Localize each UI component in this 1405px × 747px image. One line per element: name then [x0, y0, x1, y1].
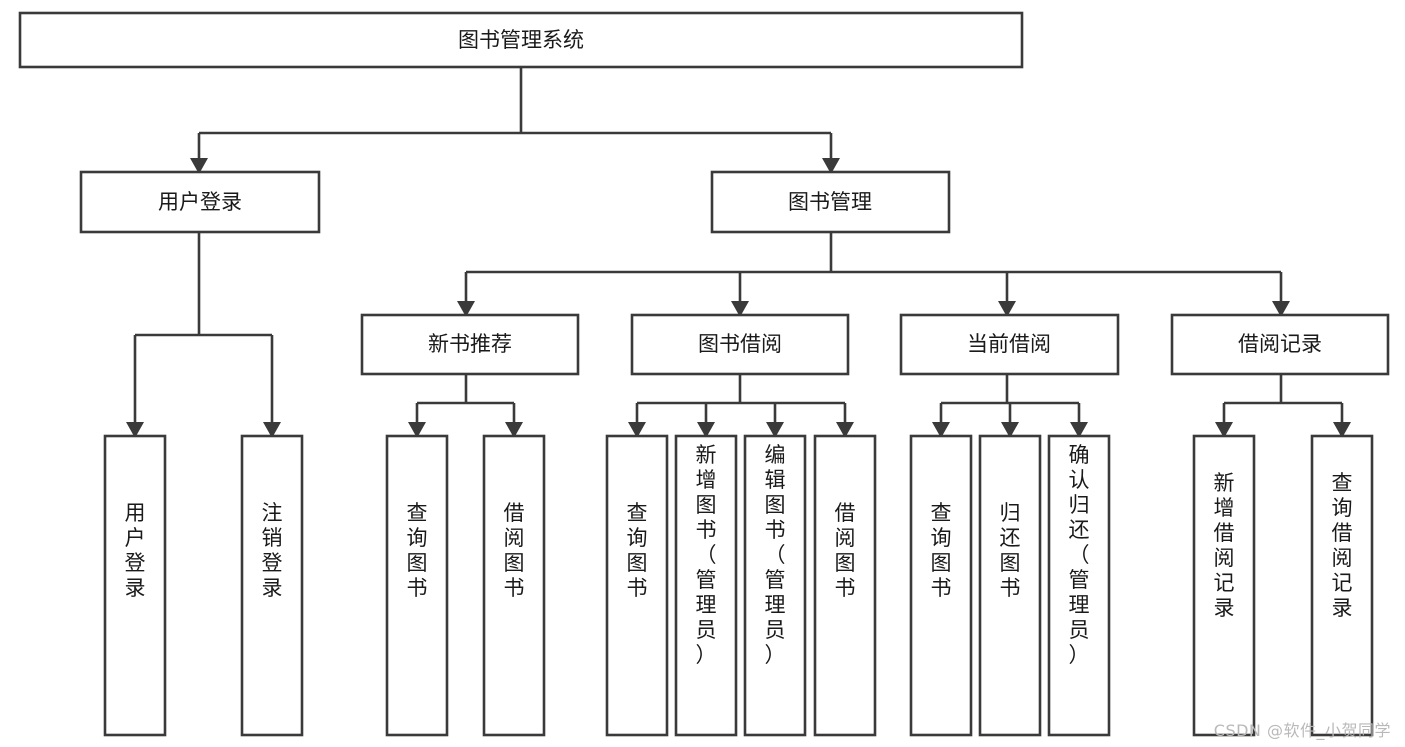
csdn-watermark: CSDN @软件_小贺同学 — [1213, 721, 1391, 740]
leaf-query-book-3-label: 查询图书 — [931, 501, 952, 600]
leaf-query-book-1-label: 查询图书 — [407, 501, 428, 600]
leaf-query-book-2[interactable]: 查询图书 — [605, 434, 669, 737]
leaf-query-record[interactable]: 查询借阅记录 — [1310, 434, 1374, 737]
leaf-add-book-box[interactable] — [674, 434, 738, 737]
leaf-confirm-return-label: 确认归还（管理员） — [1069, 443, 1090, 667]
leaf-edit-book-box[interactable] — [743, 434, 807, 737]
node-borrow-record[interactable]: 借阅记录 — [1170, 313, 1390, 376]
leaf-query-book-2-label: 查询图书 — [627, 501, 648, 600]
connector-layer — [126, 67, 1351, 438]
leaf-borrow-book-1-label: 借阅图书 — [504, 501, 525, 600]
leaf-borrow-book-2-box[interactable] — [813, 434, 877, 737]
node-user-login-box[interactable] — [79, 170, 321, 234]
leaf-borrow-book-2-label: 借阅图书 — [835, 501, 856, 600]
leaf-user-logout-box[interactable] — [240, 434, 304, 737]
node-current-borrow[interactable]: 当前借阅 — [899, 313, 1120, 376]
leaf-borrow-book-1[interactable]: 借阅图书 — [482, 434, 546, 737]
leaf-return-book[interactable]: 归还图书 — [978, 434, 1042, 737]
leaf-user-logout-label: 注销登录 — [262, 501, 283, 600]
node-book-manage[interactable]: 图书管理 — [710, 170, 951, 234]
leaf-query-book-1-box[interactable] — [385, 434, 449, 737]
node-book-borrow-label: 图书借阅 — [698, 332, 782, 356]
node-root-label: 图书管理系统 — [458, 28, 584, 52]
leaf-borrow-book-1-box[interactable] — [482, 434, 546, 737]
leaf-query-book-3[interactable]: 查询图书 — [909, 434, 973, 737]
leaf-query-book-2-box[interactable] — [605, 434, 669, 737]
leaf-confirm-return[interactable]: 确认归还（管理员） — [1047, 434, 1111, 737]
node-user-login[interactable]: 用户登录 — [79, 170, 321, 234]
leaf-edit-book-label: 编辑图书（管理员） — [765, 443, 786, 667]
leaf-query-book-1[interactable]: 查询图书 — [385, 434, 449, 737]
node-book-manage-box[interactable] — [710, 170, 951, 234]
leaf-user-logout[interactable]: 注销登录 — [240, 434, 304, 737]
leaf-add-book-label: 新增图书（管理员） — [696, 443, 717, 667]
leaf-borrow-book-2[interactable]: 借阅图书 — [813, 434, 877, 737]
node-book-borrow[interactable]: 图书借阅 — [630, 313, 850, 376]
node-book-manage-label: 图书管理 — [788, 190, 872, 214]
node-current-borrow-label: 当前借阅 — [967, 332, 1051, 356]
node-new-book-recommend-box[interactable] — [360, 313, 580, 376]
node-root[interactable]: 图书管理系统 — [18, 11, 1024, 69]
node-new-book-recommend-label: 新书推荐 — [428, 332, 512, 356]
leaf-query-book-3-box[interactable] — [909, 434, 973, 737]
leaf-return-book-label: 归还图书 — [1000, 501, 1021, 600]
leaf-user-login-box[interactable] — [103, 434, 167, 737]
node-current-borrow-box[interactable] — [899, 313, 1120, 376]
leaf-add-record-label: 新增借阅记录 — [1214, 471, 1235, 620]
leaf-user-login[interactable]: 用户登录 — [103, 434, 167, 737]
leaf-query-record-box[interactable] — [1310, 434, 1374, 737]
node-new-book-recommend[interactable]: 新书推荐 — [360, 313, 580, 376]
node-borrow-record-label: 借阅记录 — [1238, 332, 1322, 356]
leaf-confirm-return-box[interactable] — [1047, 434, 1111, 737]
leaf-query-record-label: 查询借阅记录 — [1332, 471, 1353, 620]
leaf-add-record-box[interactable] — [1192, 434, 1256, 737]
leaf-add-book[interactable]: 新增图书（管理员） — [674, 434, 738, 737]
node-user-login-label: 用户登录 — [158, 190, 242, 214]
node-borrow-record-box[interactable] — [1170, 313, 1390, 376]
node-book-borrow-box[interactable] — [630, 313, 850, 376]
leaf-user-login-label: 用户登录 — [125, 501, 146, 600]
leaf-return-book-box[interactable] — [978, 434, 1042, 737]
node-root-box[interactable] — [18, 11, 1024, 69]
leaf-add-record[interactable]: 新增借阅记录 — [1192, 434, 1256, 737]
leaf-edit-book[interactable]: 编辑图书（管理员） — [743, 434, 807, 737]
